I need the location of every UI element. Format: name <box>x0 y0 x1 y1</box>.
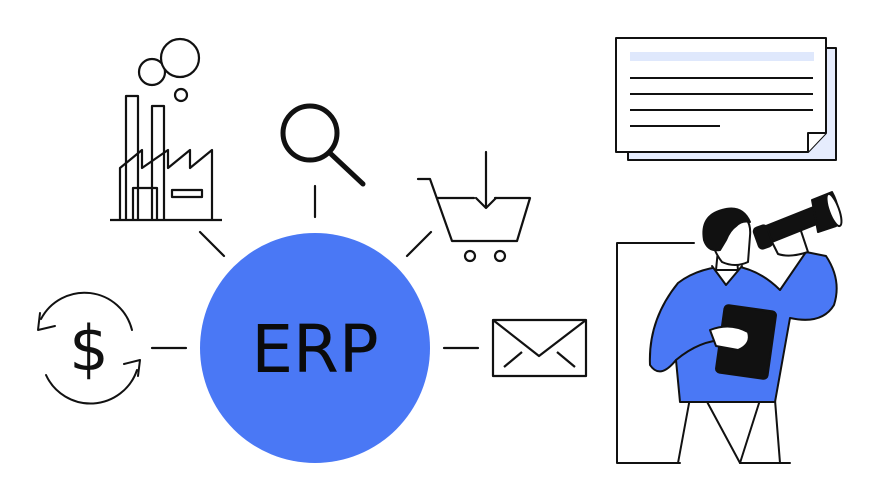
erp-hub: ERP <box>200 233 430 463</box>
factory-icon <box>110 37 222 222</box>
connector-lines <box>150 184 480 350</box>
connector-cart <box>405 230 433 258</box>
shopping-cart-icon <box>416 150 532 263</box>
person-with-binoculars <box>616 191 843 464</box>
erp-circle <box>200 233 430 463</box>
binoculars-icon <box>752 191 843 250</box>
magnifier-icon <box>280 103 366 187</box>
currency-exchange-icon: $ <box>37 291 141 405</box>
erp-label: ERP <box>251 311 378 388</box>
envelope-icon <box>491 318 588 378</box>
doorway-frame <box>616 242 695 464</box>
connector-factory <box>198 230 226 258</box>
dollar-sign: $ <box>69 312 108 385</box>
document-icon <box>615 37 837 161</box>
